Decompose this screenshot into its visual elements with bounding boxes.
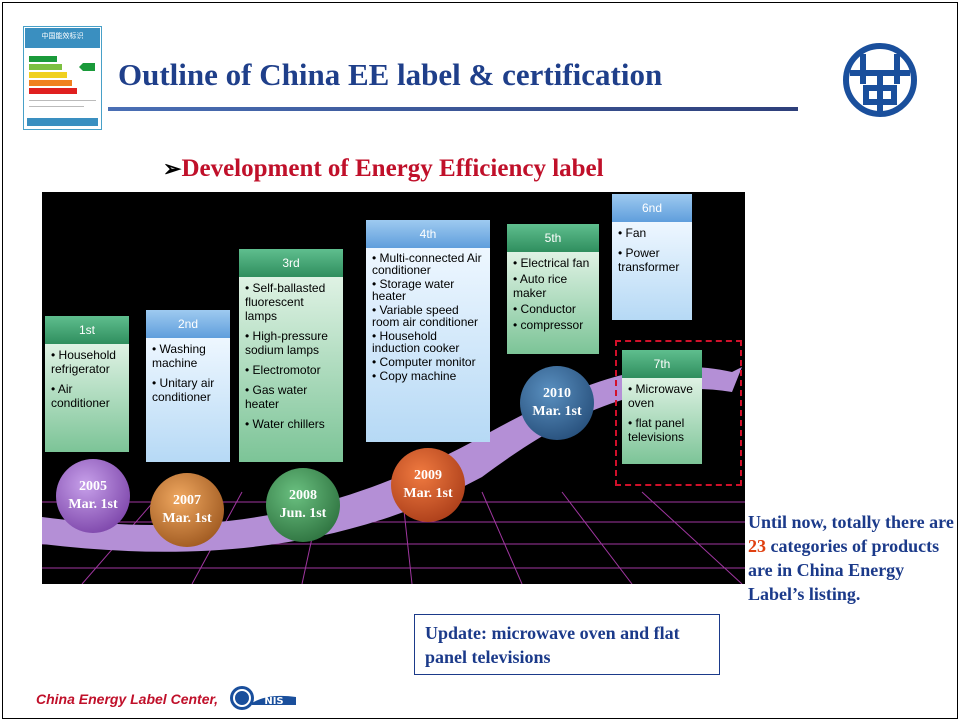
stage-7-box: 7th • Microwave oven • flat panel televi…: [622, 350, 702, 468]
arrow-bullet-icon: ➢: [163, 156, 182, 181]
stage-6-box: 6nd • Fan • Power transformer: [612, 194, 692, 324]
subtitle-text: Development of Energy Efficiency label: [181, 155, 604, 182]
stage-1-label: 1st: [45, 316, 129, 344]
stage-2-box: 2nd • Washing machine • Unitary air cond…: [146, 310, 230, 466]
stage-2-item: • Unitary air conditioner: [152, 376, 215, 404]
stage-4-item: • Variable speed room air conditioner: [372, 303, 479, 329]
stage-4-item: • Computer monitor: [372, 355, 476, 369]
stage-3-item: • Gas water heater: [245, 383, 308, 411]
stage-1-item: • Household refrigerator: [51, 348, 116, 376]
cnis-logo-text: NIS: [264, 696, 283, 707]
stage-3-item: • High-pressure sodium lamps: [245, 329, 328, 357]
stage-6-label: 6nd: [612, 194, 692, 222]
stage-1-box: 1st • Household refrigerator • Air condi…: [45, 316, 129, 456]
update-note-box: Update: microwave oven and flat panel te…: [414, 614, 720, 675]
organization-logo-icon: [840, 40, 920, 120]
stage-5-item: • Conductor: [513, 302, 576, 316]
stage-2-label: 2nd: [146, 310, 230, 338]
category-count: 23: [748, 536, 766, 556]
stage-7-item: • Microwave oven: [628, 382, 693, 410]
stage-6-item: • Power transformer: [618, 246, 680, 274]
stage-5-item: • Electrical fan: [513, 256, 590, 270]
page-title: Outline of China EE label & certificatio…: [118, 57, 663, 92]
energy-label-thumbnail: 中国能效标识: [22, 25, 103, 131]
label-thumbnail-title: 中国能效标识: [42, 31, 84, 40]
stage-5-item: • Auto rice maker: [513, 272, 568, 300]
stage-7-label: 7th: [622, 350, 702, 378]
stage-2-item: • Washing machine: [152, 342, 206, 370]
stage-5-item: • compressor: [513, 318, 584, 332]
footer-text: China Energy Label Center,: [36, 691, 219, 707]
stage-3-item: • Water chillers: [245, 417, 325, 431]
summary-note: Until now, totally there are 23 categori…: [748, 512, 954, 604]
stage-4-label: 4th: [366, 220, 490, 248]
stage-5-box: 5th • Electrical fan • Auto rice maker •…: [507, 224, 599, 358]
stage-4-item: • Storage water heater: [372, 277, 455, 303]
stage-7-item: • flat panel televisions: [628, 416, 685, 444]
stage-3-box: 3rd • Self-ballasted fluorescent lamps •…: [239, 249, 343, 466]
stage-4-item: • Multi-connected Air conditioner: [372, 251, 482, 277]
stage-4-box: 4th • Multi-connected Air conditioner • …: [366, 220, 490, 446]
stage-3-item: • Self-ballasted fluorescent lamps: [245, 281, 326, 323]
stage-3-label: 3rd: [239, 249, 343, 277]
highlight-dashed-box: [615, 340, 742, 486]
stage-1-item: • Air conditioner: [51, 382, 110, 410]
stage-6-item: • Fan: [618, 226, 647, 240]
timeline-diagram: 1st • Household refrigerator • Air condi…: [42, 192, 745, 584]
stage-3-item: • Electromotor: [245, 363, 321, 377]
stage-4-item: • Copy machine: [372, 369, 457, 383]
title-underline: [108, 107, 798, 111]
cnis-logo-icon: NIS: [228, 683, 300, 713]
section-subtitle: ➢Development of Energy Efficiency label: [163, 155, 604, 183]
stage-5-label: 5th: [507, 224, 599, 252]
stage-4-item: • Household induction cooker: [372, 329, 460, 355]
